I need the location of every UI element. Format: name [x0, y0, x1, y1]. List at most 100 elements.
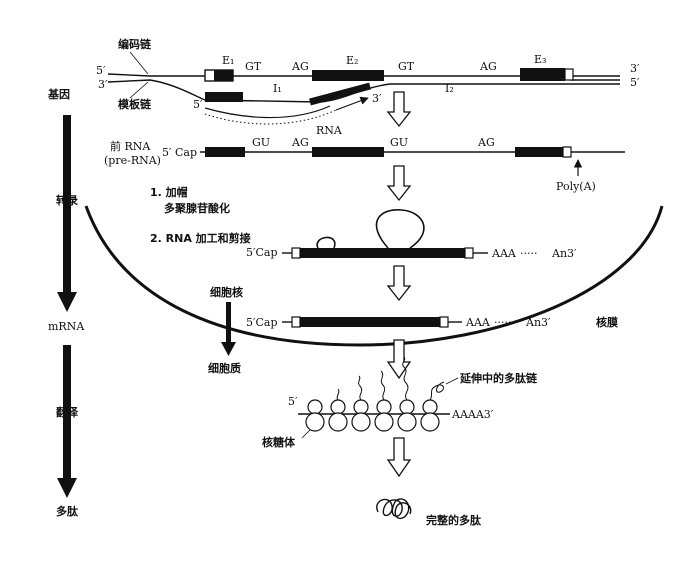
- coding-strand: [107, 73, 620, 77]
- label-growing-chain: 延伸中的多肽链: [459, 371, 538, 385]
- label-template-strand: 模板链: [118, 97, 152, 111]
- label-nucleus: 细胞核: [210, 285, 243, 299]
- mature-aaa: AAA: [465, 316, 491, 329]
- ribosome-large-5: [397, 412, 417, 432]
- label-nuclear-membrane: 核膜: [596, 315, 618, 329]
- label-cytoplasm: 细胞质: [208, 361, 241, 375]
- end-5-bottom-right: 5′: [630, 76, 640, 89]
- spliced-row: 5′Cap AAA ····· An3′: [246, 209, 577, 302]
- pre-rna-ag1: AG: [291, 136, 309, 149]
- translation-aaaa3: AAAA3′: [451, 408, 494, 421]
- label-ag1: AG: [291, 60, 309, 73]
- left-flow: 基因 转录 mRNA 翻译 多肽: [47, 87, 85, 518]
- growing-chain-pointer: [445, 377, 459, 385]
- label-gt2: GT: [398, 60, 415, 73]
- nascent-chain-2: [336, 388, 340, 401]
- label-rna: RNA: [316, 124, 343, 137]
- label-polypeptide: 多肽: [56, 504, 79, 518]
- hollow-arrow-5: [386, 437, 412, 478]
- nascent-chain-4: [380, 370, 386, 401]
- hollow-arrow-4: [386, 339, 412, 380]
- label-translation: 翻译: [56, 405, 79, 419]
- mature-body: [300, 317, 440, 327]
- label-ribosome: 核糖体: [262, 435, 296, 449]
- translation-row: 5′ AAAA3′ 延伸中的多肽链 核糖体: [262, 356, 538, 478]
- exon-e3-block: [520, 68, 565, 81]
- spliced-an3: An3′: [551, 247, 577, 260]
- ribosome-large-3: [351, 412, 371, 432]
- spliced-cap: 5′Cap: [246, 246, 278, 259]
- spliced-body: [300, 248, 465, 258]
- exon-e2-block: [312, 70, 384, 81]
- rna-strand: [204, 105, 331, 119]
- step2: 2. RNA 加工和剪接: [150, 231, 251, 245]
- processing-steps: 1. 加帽 多聚腺苷酸化 2. RNA 加工和剪接: [150, 185, 251, 245]
- nucleus-cytoplasm-head: [221, 342, 236, 356]
- label-coding-strand: 编码链: [118, 37, 152, 51]
- nascent-chain-5: [402, 356, 409, 401]
- ribosome-large-4: [374, 412, 394, 432]
- coding-strand-pointer: [129, 51, 149, 75]
- exon-e3-cap: [564, 68, 574, 81]
- nascent-chain-6: [429, 381, 445, 401]
- label-i1: I₁: [273, 82, 282, 95]
- pre-rna-exon-2: [312, 147, 384, 157]
- ribosome-large-2: [328, 412, 348, 432]
- ribosome-pointer: [301, 429, 311, 439]
- ribosome-large-6: [420, 412, 440, 432]
- label-i2: I₂: [445, 82, 454, 95]
- mature-mrna-row: 5′Cap AAA ····· An3′ 核膜 细胞核 细胞质: [208, 285, 618, 380]
- rna-3-end: 3′: [372, 92, 382, 105]
- label-mrna: mRNA: [48, 320, 85, 333]
- template-strand-pointer: [129, 81, 149, 99]
- hollow-arrow-1: [386, 91, 412, 128]
- nucleus-cytoplasm-shaft: [226, 302, 231, 344]
- label-e3: E₃: [534, 53, 546, 66]
- flow-arrowhead-2: [57, 478, 77, 498]
- step1-line1: 1. 加帽: [150, 185, 188, 199]
- mature-dots: ·····: [494, 316, 511, 329]
- mature-an3: An3′: [525, 316, 551, 329]
- spliced-dots: ·····: [520, 247, 537, 260]
- label-e2: E₂: [346, 54, 358, 67]
- spliced-aaa: AAA: [491, 247, 517, 260]
- template-exon-2: [309, 82, 371, 106]
- label-e1: E₁: [222, 54, 234, 67]
- rna-5-end: 5′: [193, 98, 203, 111]
- pre-rna-gu1: GU: [252, 136, 270, 149]
- nascent-chain-3: [358, 375, 363, 401]
- rna-growth-arrow: [335, 96, 369, 111]
- spliced-3-box: [464, 247, 474, 259]
- mature-3-box: [439, 316, 449, 328]
- hollow-arrow-2: [386, 165, 412, 202]
- ribosome-small-2: [330, 399, 346, 415]
- flow-shaft-2: [63, 345, 71, 480]
- flow-shaft-1: [63, 115, 71, 295]
- translation-5-end: 5′: [288, 395, 298, 408]
- mature-5-box: [291, 316, 301, 328]
- final-row: 完整的多肽: [376, 498, 482, 527]
- ribosome-small-1: [307, 399, 323, 415]
- complete-polypeptide-coil: [376, 498, 412, 519]
- pre-rna-label-2: (pre-RNA): [104, 154, 161, 167]
- label-complete-polypeptide: 完整的多肽: [426, 513, 482, 527]
- rna-base-pairs: [204, 109, 337, 125]
- pre-rna-row: 前 RNA (pre-RNA) 5′ Cap GU AG GU AG Poly(…: [104, 136, 625, 202]
- spliced-5-box: [291, 247, 301, 259]
- end-3-top-right: 3′: [630, 62, 640, 75]
- pre-rna-poly-a-box: [562, 146, 572, 158]
- pre-rna-exon-3: [515, 147, 563, 157]
- nuclear-membrane-curve: [84, 205, 664, 347]
- label-ag2: AG: [479, 60, 497, 73]
- pre-rna-gu2: GU: [390, 136, 408, 149]
- template-exon-1: [205, 92, 243, 102]
- intron-loop-2: [375, 209, 425, 249]
- exon-e1-fill: [214, 70, 233, 81]
- pre-rna-poly-a: Poly(A): [556, 180, 596, 193]
- label-gene: 基因: [47, 87, 70, 101]
- flow-arrowhead-1: [57, 292, 77, 312]
- label-transcription: 转录: [56, 193, 78, 207]
- end-5-top: 5′: [96, 64, 106, 77]
